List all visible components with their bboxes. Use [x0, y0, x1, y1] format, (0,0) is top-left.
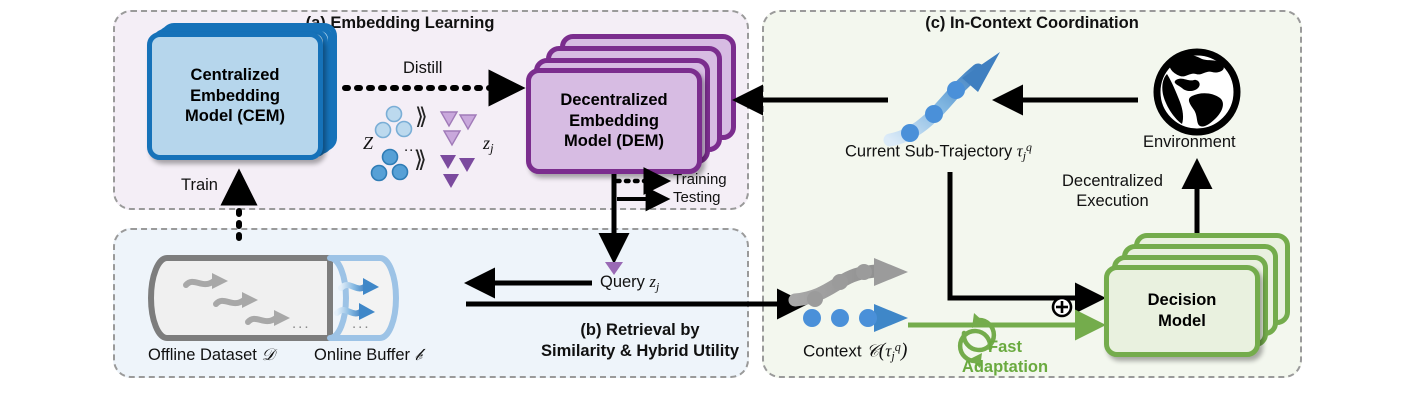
current-subtrajectory-label: Current Sub-Trajectory τjq — [845, 140, 1032, 164]
dem-label-line3: Model (DEM) — [564, 132, 664, 151]
current-subtrajectory-sub: j — [1022, 148, 1027, 163]
decentralized-execution-line1: Decentralized — [1062, 172, 1163, 190]
cem-label-line1: Centralized — [190, 66, 280, 85]
train-label: Train — [181, 176, 218, 194]
query-purple-triangle — [605, 262, 623, 275]
online-buffer-ellipsis: ... — [352, 315, 371, 332]
fast-adaptation-line2: Adaptation — [961, 357, 1049, 376]
context-gray-trajectory — [788, 258, 908, 307]
offline-dataset-ellipsis: ... — [292, 315, 311, 332]
current-subtrajectory-sup: q — [1026, 140, 1032, 154]
online-buffer-text: Online Buffer — [314, 346, 411, 364]
decision-model-card-front[interactable]: Decision Model — [1104, 265, 1260, 357]
triangle-dark-1 — [440, 155, 456, 169]
fast-adaptation-line1: Fast — [988, 338, 1022, 356]
dem-card-front[interactable]: Decentralized Embedding Model (DEM) — [526, 68, 702, 174]
chevron-icon-bottom: ⟫ — [414, 146, 427, 172]
cem-stack[interactable]: Centralized Embedding Model (CEM) — [147, 23, 337, 162]
circle-light-3 — [395, 120, 413, 138]
triangle-light-1 — [439, 111, 459, 128]
context-label: Context 𝒞(τjq) — [803, 340, 908, 363]
offline-dataset-cylinder[interactable] — [148, 255, 333, 341]
legend-training-label: Training — [673, 171, 727, 188]
offline-dataset-label: Offline Dataset 𝒟 — [148, 345, 275, 365]
circle-light-1 — [385, 105, 403, 123]
globe-icon — [1153, 48, 1241, 136]
circle-dark-1 — [381, 148, 399, 166]
offline-traj-arrows — [183, 278, 279, 325]
symbol-element-sub: j — [490, 140, 494, 156]
cem-card-front[interactable]: Centralized Embedding Model (CEM) — [147, 32, 323, 160]
offline-dataset-text: Offline Dataset — [148, 346, 257, 364]
query-symbol: z — [649, 272, 656, 291]
cem-label-line2: Embedding — [190, 86, 280, 105]
cycle-arrowhead-1 — [972, 313, 984, 328]
panel-c-title: (c) In-Context Coordination — [925, 14, 1139, 32]
symbol-set-label: Z — [363, 133, 374, 153]
decision-model-stack[interactable]: Decision Model — [1104, 233, 1294, 365]
distill-label: Distill — [403, 59, 443, 77]
offline-dataset-symbol: 𝒟 — [261, 345, 275, 364]
subtrajectory-to-decision-elbow — [947, 172, 1107, 314]
panel-b-title: (b) Retrieval by Similarity & Hybrid Uti… — [541, 320, 739, 362]
panel-b-title-line2: Similarity & Hybrid Utility — [540, 342, 740, 361]
decision-model-line2: Model — [1158, 312, 1206, 330]
decision-model-line1: Decision — [1147, 291, 1217, 310]
context-sup: q — [894, 340, 901, 354]
chevron-icon-top: ⟫ — [415, 103, 428, 129]
decentralized-execution-line2: Execution — [1076, 191, 1149, 210]
online-buffer-label: Online Buffer 𝒷 — [314, 345, 422, 365]
current-subtrajectory-text: Current Sub-Trajectory — [845, 142, 1013, 161]
symbol-element-z: z — [483, 133, 491, 153]
cem-label-line3: Model (CEM) — [185, 107, 285, 126]
symbol-cluster — [370, 105, 478, 188]
online-buffer-cylinder[interactable] — [327, 255, 399, 341]
online-buffer-symbol: 𝒷 — [414, 345, 422, 364]
triangle-dark-3 — [443, 174, 459, 188]
context-symbol: 𝒞 — [866, 341, 879, 361]
context-text: Context — [803, 341, 862, 361]
circle-light-2 — [374, 121, 392, 139]
symbol-ellipsis: ... — [404, 138, 420, 155]
decentralized-execution-label: Decentralized Execution — [1062, 172, 1163, 212]
context-blue-trajectory — [785, 304, 908, 332]
triangle-light-3 — [442, 130, 462, 147]
context-sub: j — [891, 348, 895, 363]
cycle-arrowhead-2 — [970, 353, 982, 368]
dem-label-line2: Embedding — [569, 111, 659, 130]
context-tau: τ — [885, 341, 892, 361]
triangle-light-2 — [458, 114, 478, 131]
triangle-dark-2 — [459, 158, 475, 172]
legend-testing-label: Testing — [673, 189, 721, 206]
fast-adaptation-cycle-icon — [957, 317, 997, 364]
current-subtrajectory-tau: τ — [1016, 141, 1023, 161]
plus-circle-icon — [1051, 296, 1073, 318]
circle-dark-2 — [370, 164, 388, 182]
fast-adaptation-label: Fast Adaptation — [962, 338, 1048, 378]
query-sub: j — [655, 279, 660, 294]
query-text: Query — [600, 273, 645, 291]
current-subtrajectory-graphic — [883, 52, 1000, 147]
circle-dark-3 — [391, 163, 409, 181]
symbol-element-label: zj — [483, 133, 494, 157]
dem-stack[interactable]: Decentralized Embedding Model (DEM) — [526, 34, 736, 188]
dem-label-line1: Decentralized — [560, 91, 668, 110]
panel-b-title-line1: (b) Retrieval by — [580, 321, 700, 339]
query-label: Query zj — [600, 272, 659, 294]
environment-label: Environment — [1143, 133, 1236, 151]
panel-a-title: (a) Embedding Learning — [305, 14, 495, 32]
